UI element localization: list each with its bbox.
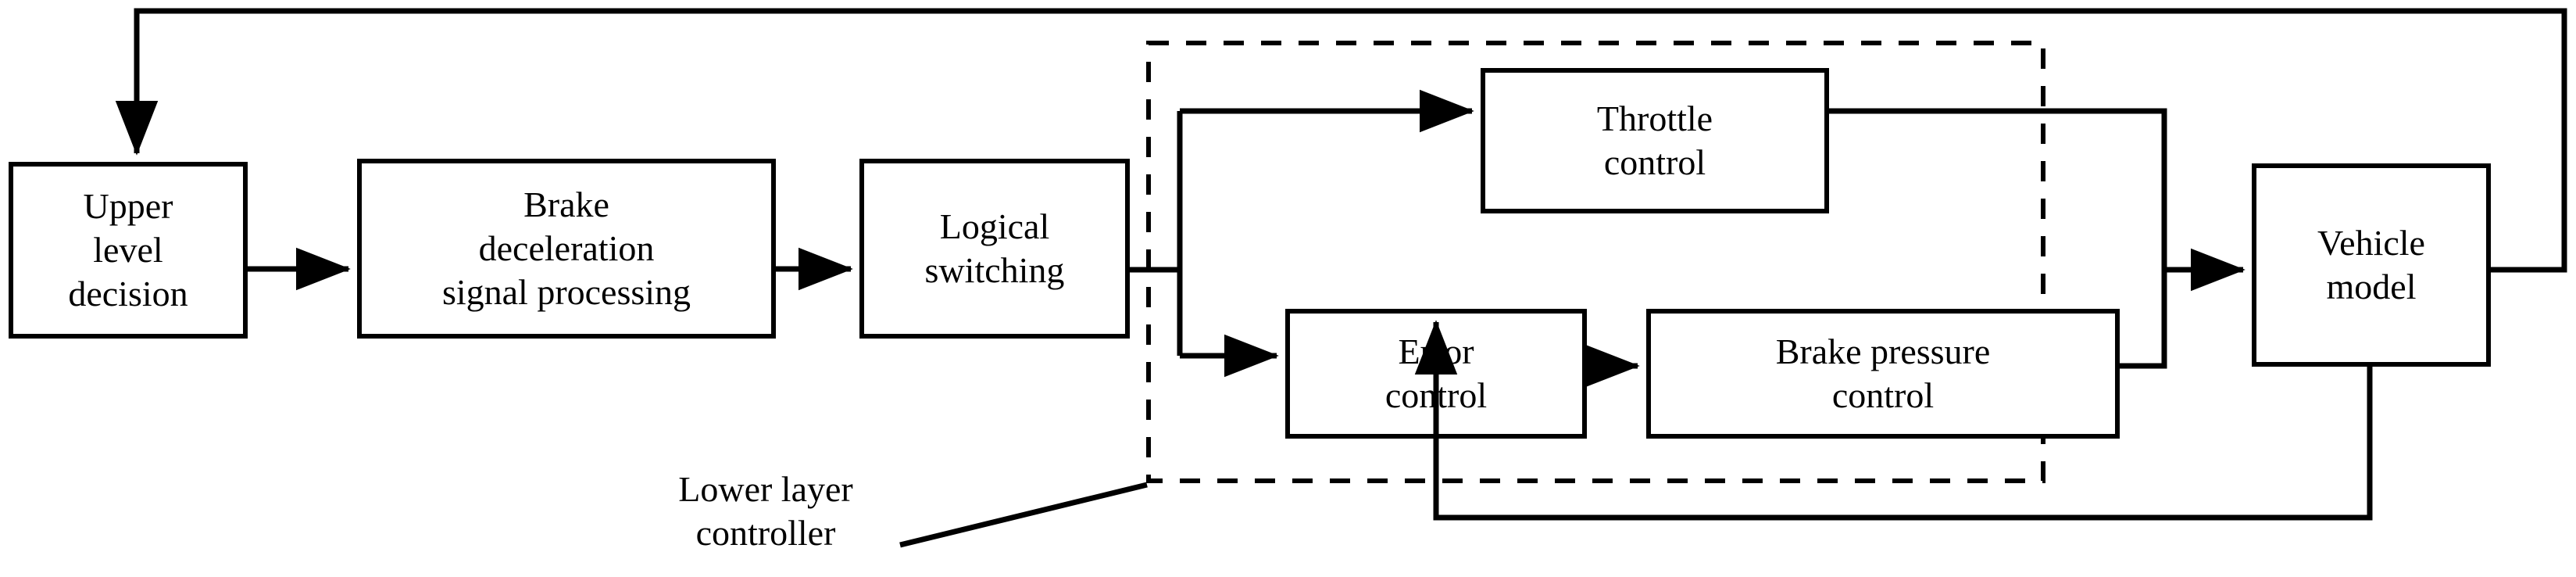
connector-throttle-to-merge <box>1827 108 2167 270</box>
label-lower-layer-controller: Lower layer controller <box>678 469 853 554</box>
block-brake-deceleration-signal-processing[interactable] <box>357 159 776 339</box>
block-upper-level-decision[interactable] <box>9 162 248 339</box>
block-brake-pressure-control[interactable] <box>1646 309 2120 439</box>
lower-layer-controller-boundary <box>1146 41 2045 483</box>
connector-vehicle-feedback-top <box>115 8 2567 273</box>
block-throttle-control[interactable] <box>1481 68 1829 213</box>
connector-vehicle-feedback-bottom <box>1414 320 2373 521</box>
block-logical-switching[interactable] <box>859 159 1130 339</box>
block-vehicle-model[interactable] <box>2252 163 2491 367</box>
connector-brake-pressure-to-merge <box>2117 270 2167 369</box>
leader-line-lower-layer-controller <box>899 482 1148 548</box>
